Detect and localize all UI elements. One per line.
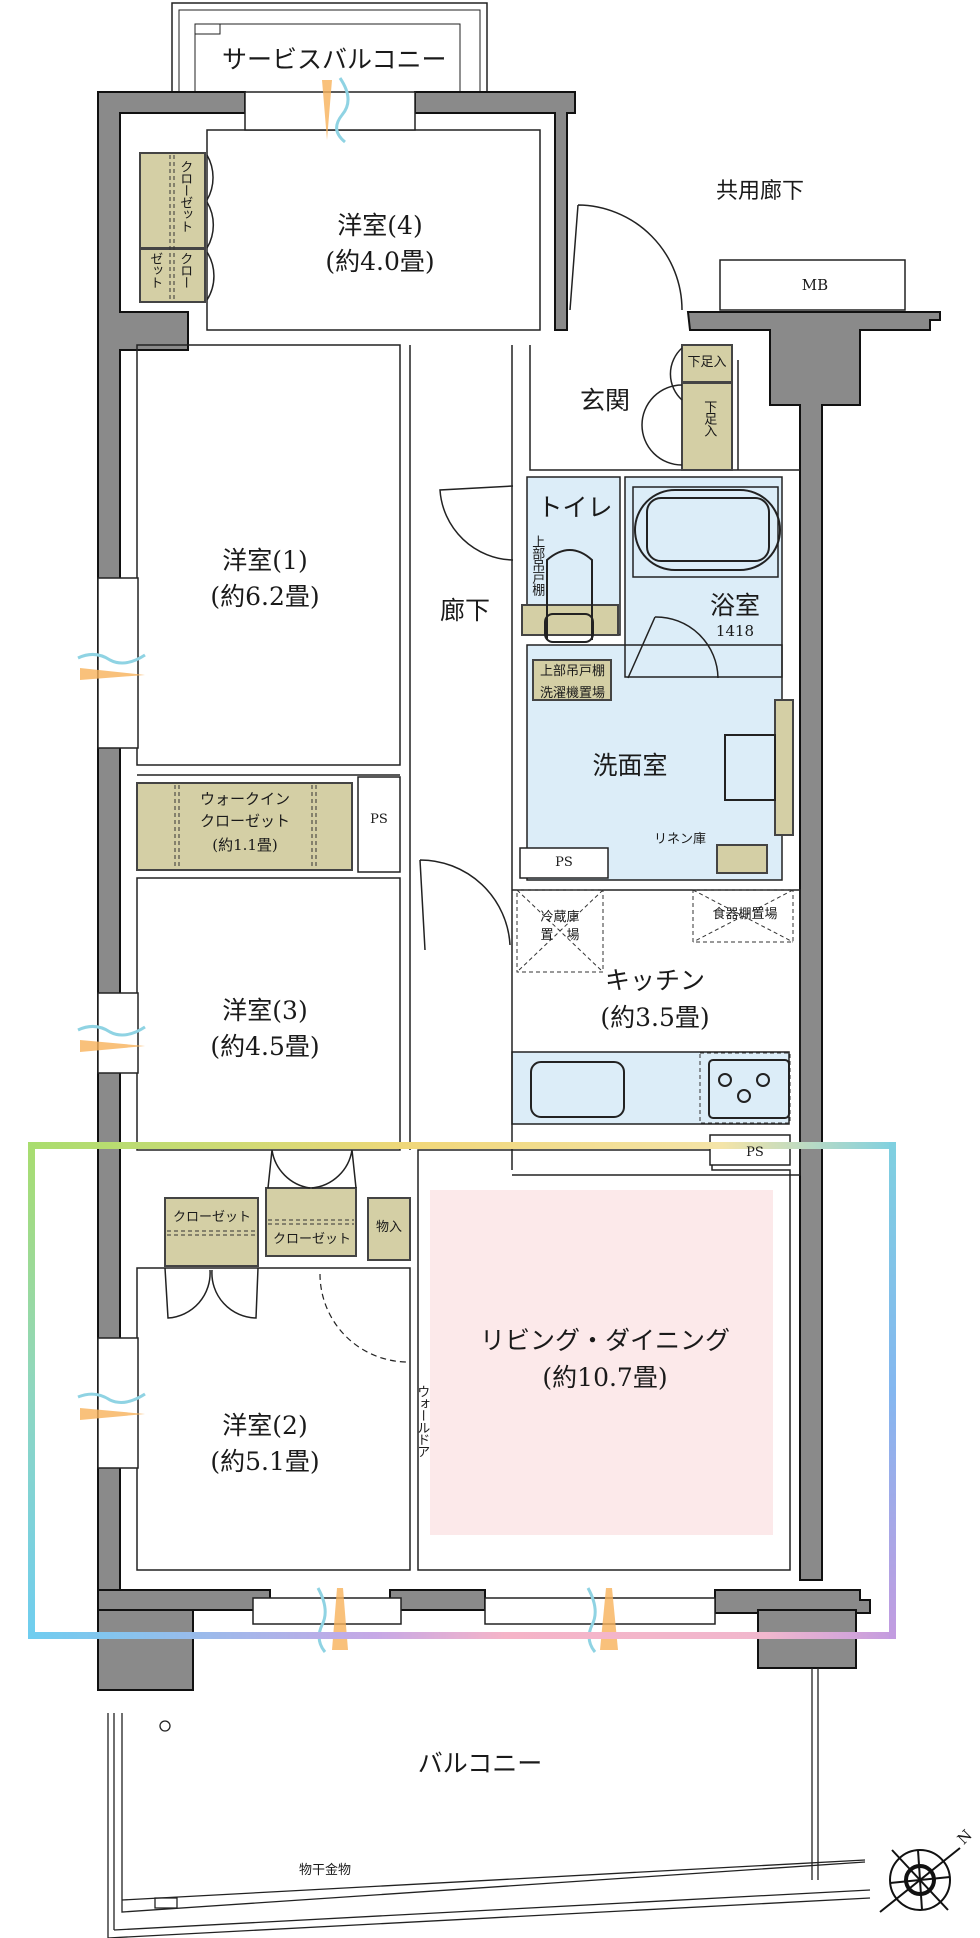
western-room-1-name: 洋室(1) bbox=[222, 546, 308, 575]
living-dining-size: (約10.7畳) bbox=[542, 1363, 668, 1392]
closet-w2-label: クローゼット bbox=[172, 1210, 251, 1225]
shoe-cabinet-upper-label: 下足入 bbox=[687, 355, 727, 370]
western-room-4-size: (約4.0畳) bbox=[325, 247, 435, 276]
linen-closet-label: リネン庫 bbox=[653, 832, 706, 847]
kitchen-size: (約3.5畳) bbox=[600, 1003, 710, 1032]
closet-w4-lower-label-a: クロー bbox=[177, 252, 193, 288]
storage-label: 物入 bbox=[375, 1220, 402, 1235]
western-room-3-name: 洋室(3) bbox=[222, 996, 308, 1025]
balcony-label: バルコニー bbox=[417, 1749, 543, 1778]
toilet-shelf-label: 上部吊戸棚 bbox=[529, 535, 545, 595]
pipe-shafts bbox=[357, 776, 791, 1166]
washer-space-label: 洗濯機置場 bbox=[539, 686, 605, 701]
living-dining-name: リビング・ダイニング bbox=[480, 1326, 731, 1355]
cupboard-space-label: 食器棚置場 bbox=[712, 907, 778, 922]
mb-label: MB bbox=[801, 276, 829, 294]
closet-w3-label: クローゼット bbox=[272, 1232, 351, 1247]
shoe-cabinet-lower-label: 下足入 bbox=[701, 400, 717, 436]
wash-shelf-label: 上部吊戸棚 bbox=[539, 664, 605, 679]
ps-upper-label: PS bbox=[370, 812, 388, 827]
western-room-4-name: 洋室(4) bbox=[337, 211, 423, 240]
western-room-2-size: (約5.1畳) bbox=[210, 1447, 320, 1476]
storage-dashes bbox=[167, 155, 794, 1236]
bathroom-label: 浴室 bbox=[709, 591, 760, 620]
walk-in-closet-size: (約1.1畳) bbox=[212, 836, 278, 854]
washroom-label: 洗面室 bbox=[592, 751, 668, 780]
hallway-label: 廊下 bbox=[439, 596, 490, 625]
wall-door-label: ウォールドア bbox=[414, 1385, 430, 1457]
door-swings bbox=[164, 154, 719, 1319]
toilet-label: トイレ bbox=[537, 493, 613, 522]
western-room-2-name: 洋室(2) bbox=[222, 1411, 308, 1440]
closet-w4-lower-label-b: ゼット bbox=[147, 252, 163, 288]
main-balcony bbox=[107, 1668, 871, 1938]
drying-hardware-label: 物干金物 bbox=[298, 1863, 351, 1878]
western-room-3-size: (約4.5畳) bbox=[210, 1032, 320, 1061]
walk-in-closet-line1: ウォークイン bbox=[199, 790, 290, 808]
ps-living-label: PS bbox=[746, 1145, 764, 1160]
meter-box bbox=[719, 259, 906, 311]
service-balcony-label: サービスバルコニー bbox=[222, 45, 447, 74]
ps-kitchen-label: PS bbox=[555, 855, 573, 870]
light-wind-markers bbox=[77, 77, 618, 1653]
walk-in-closet-line2: クローゼット bbox=[199, 812, 290, 830]
entrance-label: 玄関 bbox=[579, 386, 630, 415]
wall-door-swing bbox=[319, 1273, 409, 1363]
fixtures bbox=[530, 489, 790, 1119]
fridge-space-line2: 置 場 bbox=[540, 928, 580, 943]
highlight-frame bbox=[28, 1142, 896, 1639]
compass-icon bbox=[879, 1847, 961, 1913]
common-corridor-label: 共用廊下 bbox=[715, 179, 804, 204]
fridge-space-line1: 冷蔵庫 bbox=[540, 910, 580, 925]
storage-units bbox=[136, 152, 794, 1267]
closet-w4-upper-label: クローゼット bbox=[177, 160, 193, 232]
western-room-1-size: (約6.2畳) bbox=[210, 582, 320, 611]
kitchen-name: キッチン bbox=[604, 966, 705, 995]
bathroom-code: 1418 bbox=[715, 622, 755, 640]
